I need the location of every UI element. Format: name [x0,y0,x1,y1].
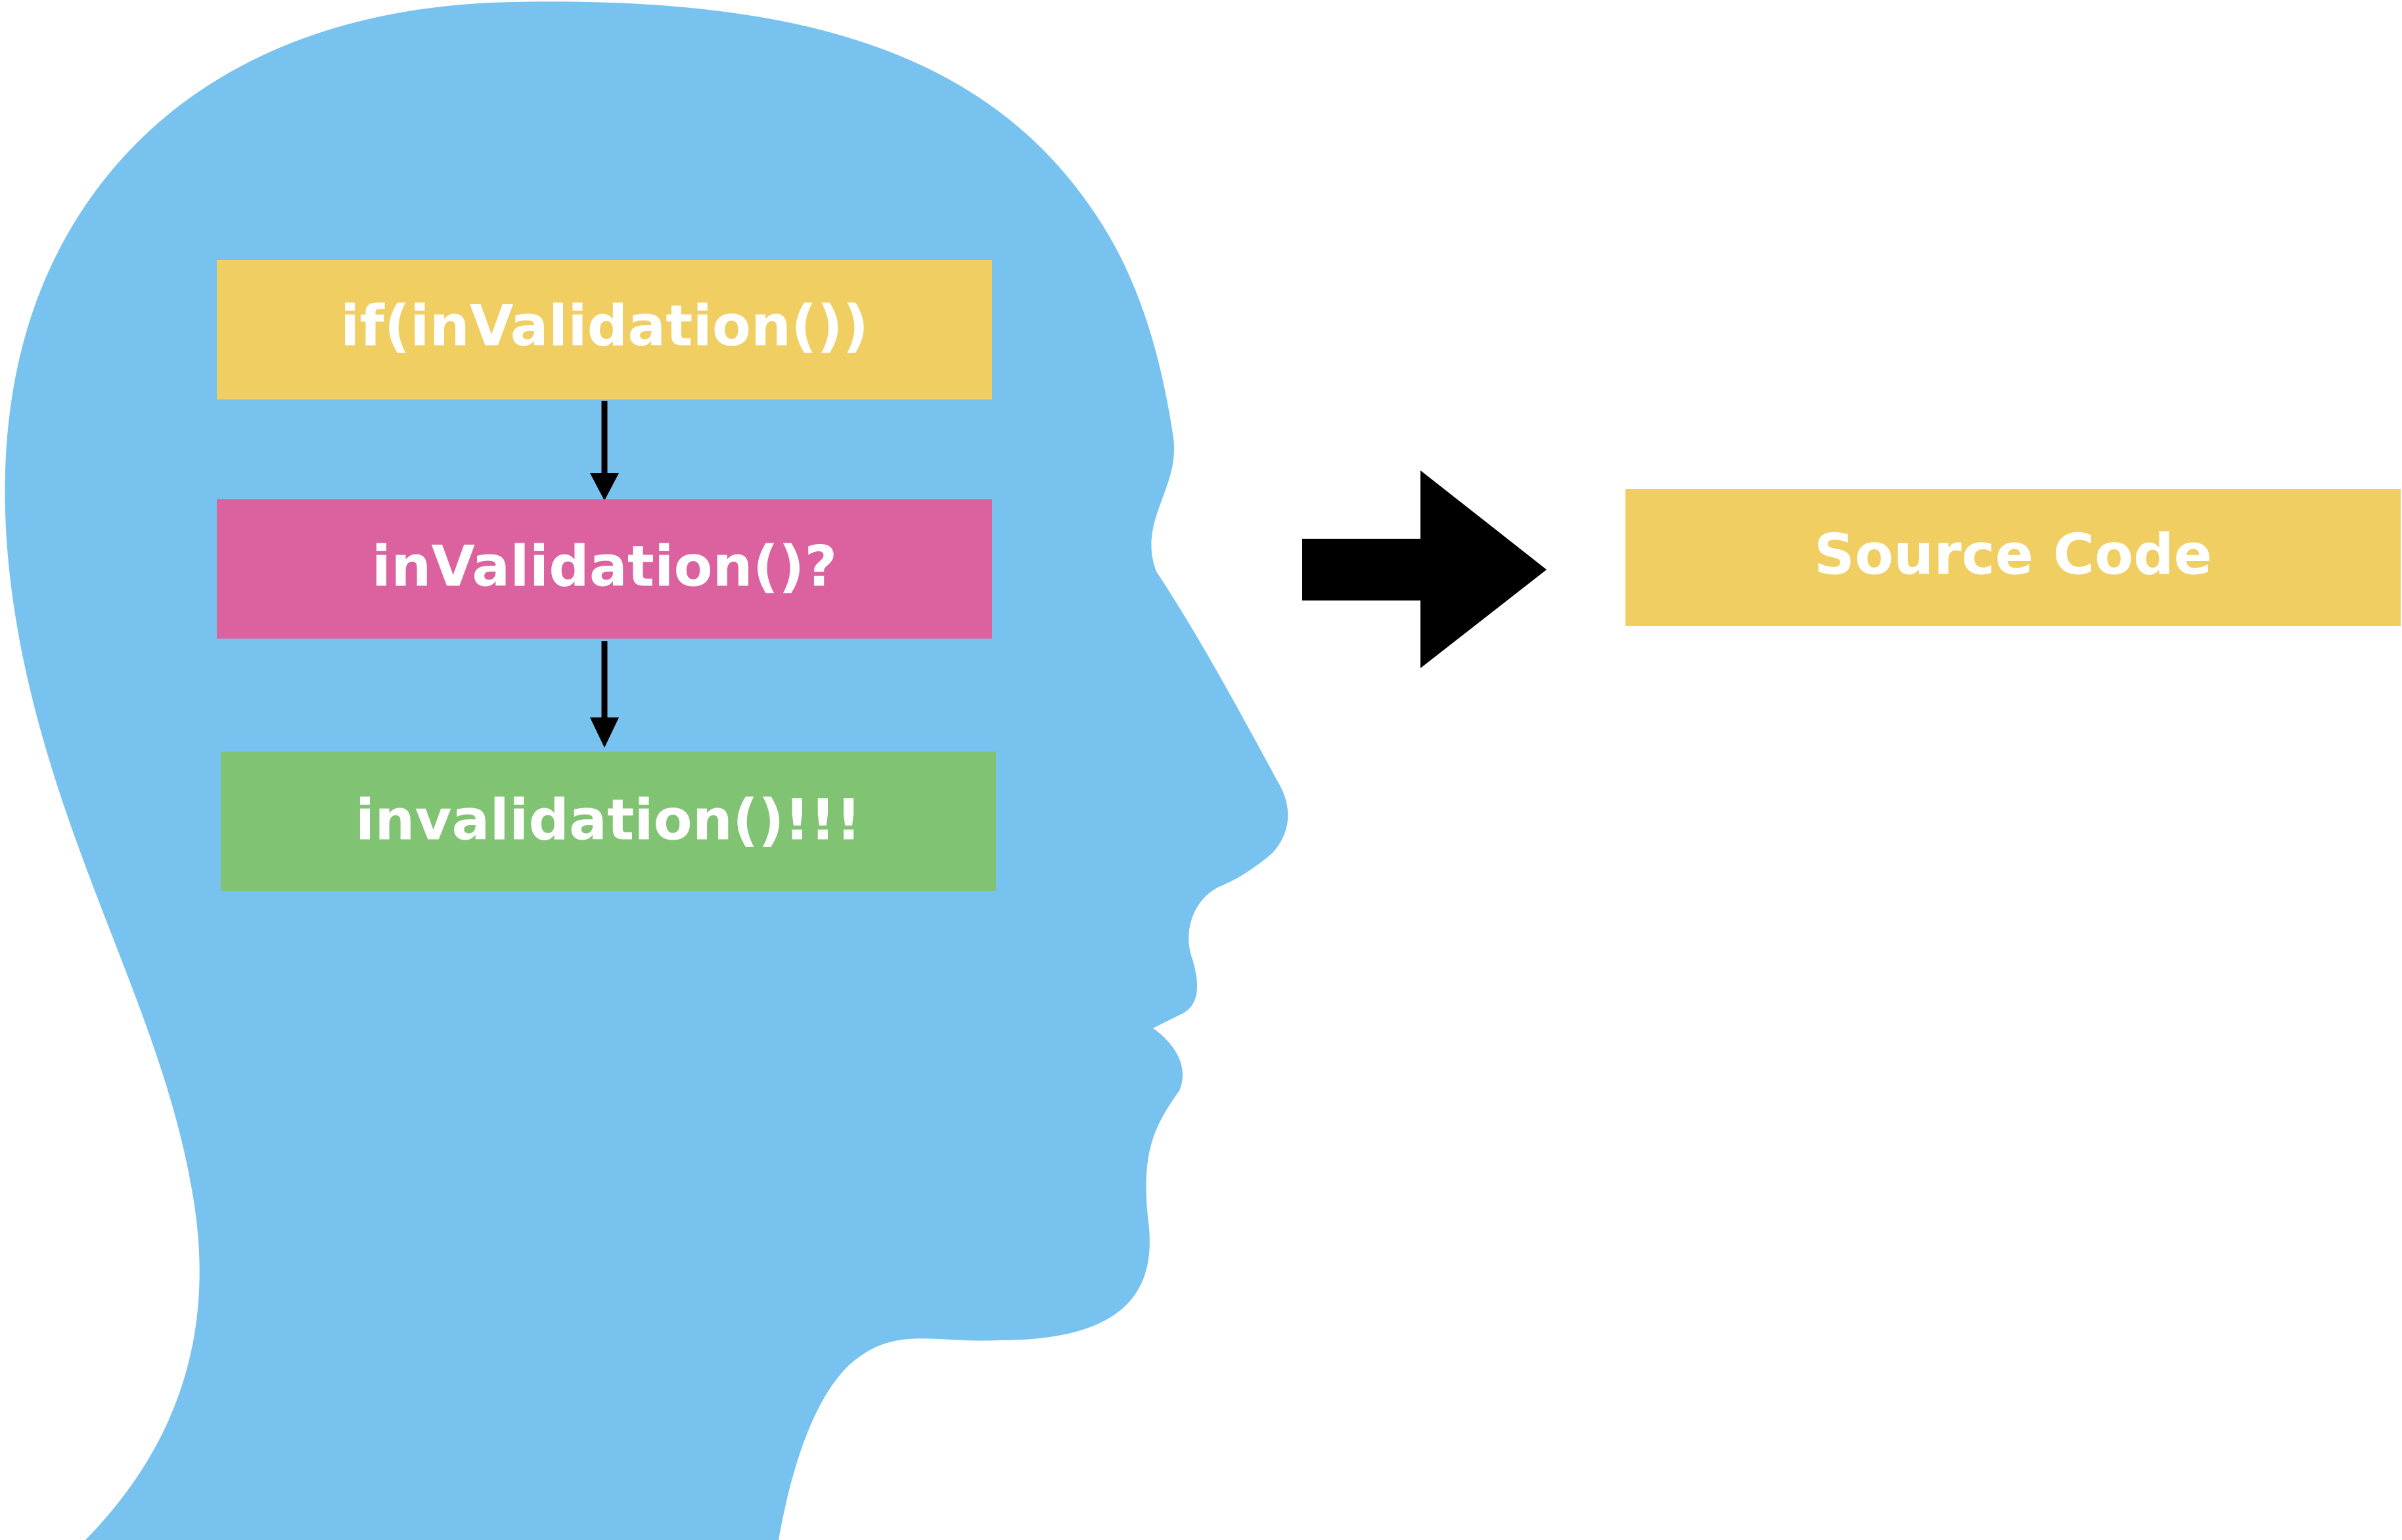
down-arrow-2-icon [590,641,619,748]
step-box-exclaim-label: invalidation()!!! [355,787,862,853]
output-box: Source Code [1625,489,2401,626]
down-arrow-1-icon [590,401,619,501]
output-box-bg [1625,489,2401,626]
step-box-question-bg [217,499,992,639]
step-box-exclaim-bg [221,752,996,891]
big-right-arrow-icon [1302,470,1547,668]
step-box-condition: if(inValidation()) [217,260,992,399]
down-arrow-1-head [590,473,619,501]
down-arrow-2-head [590,717,619,748]
step-box-question: inValidation()? [217,499,992,639]
step-box-condition-label: if(inValidation()) [340,293,869,359]
step-box-condition-bg [217,260,992,399]
step-box-exclaim: invalidation()!!! [221,752,996,891]
step-box-question-label: inValidation()? [372,533,838,599]
output-box-label: Source Code [1814,522,2212,587]
